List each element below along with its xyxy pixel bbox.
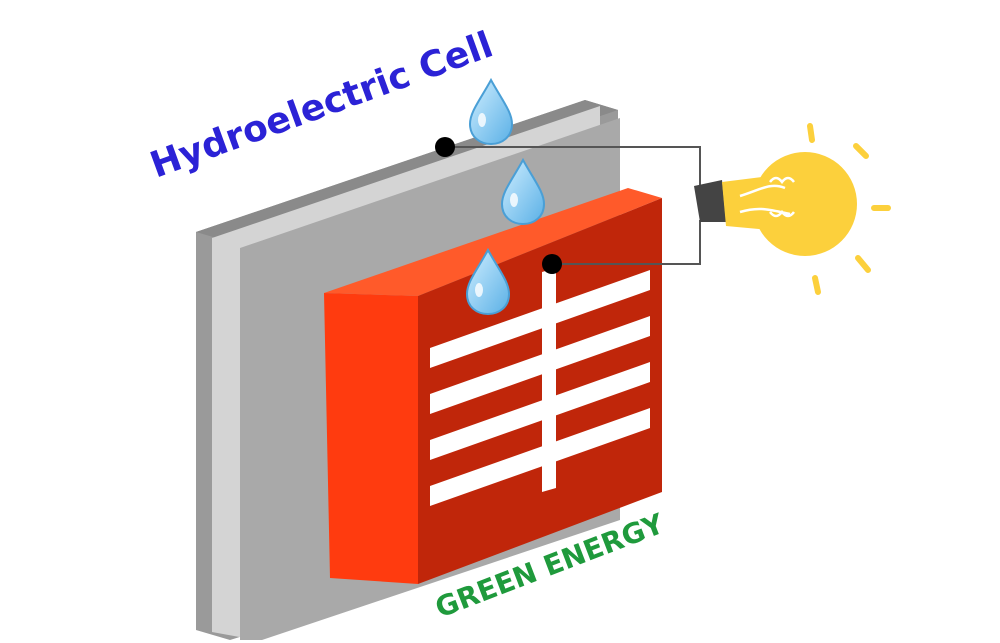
ferrite-block [324, 188, 662, 584]
comb-spine [542, 268, 556, 492]
bulb-filament [739, 176, 795, 218]
bulb-rays [807, 123, 891, 295]
terminal-top [435, 137, 455, 157]
plate-top-edge [196, 100, 618, 242]
block-front-face [324, 293, 418, 584]
comb-electrode [430, 268, 650, 506]
water-drop-icon [465, 247, 511, 316]
bulb-glass [753, 152, 857, 256]
light-bulb-icon [694, 123, 891, 295]
wire-bottom [552, 220, 701, 265]
bulb-socket [694, 180, 726, 222]
block-top-face [324, 188, 662, 296]
water-drop-icon [500, 157, 546, 226]
wire-top [445, 146, 701, 190]
comb-bar-3 [430, 362, 650, 460]
water-drop-icon [468, 77, 514, 146]
terminal-bottom [542, 254, 562, 274]
comb-bar-1 [430, 270, 650, 368]
comb-bar-4 [430, 408, 650, 506]
circuit-wire [445, 146, 701, 265]
comb-bar-2 [430, 316, 650, 414]
